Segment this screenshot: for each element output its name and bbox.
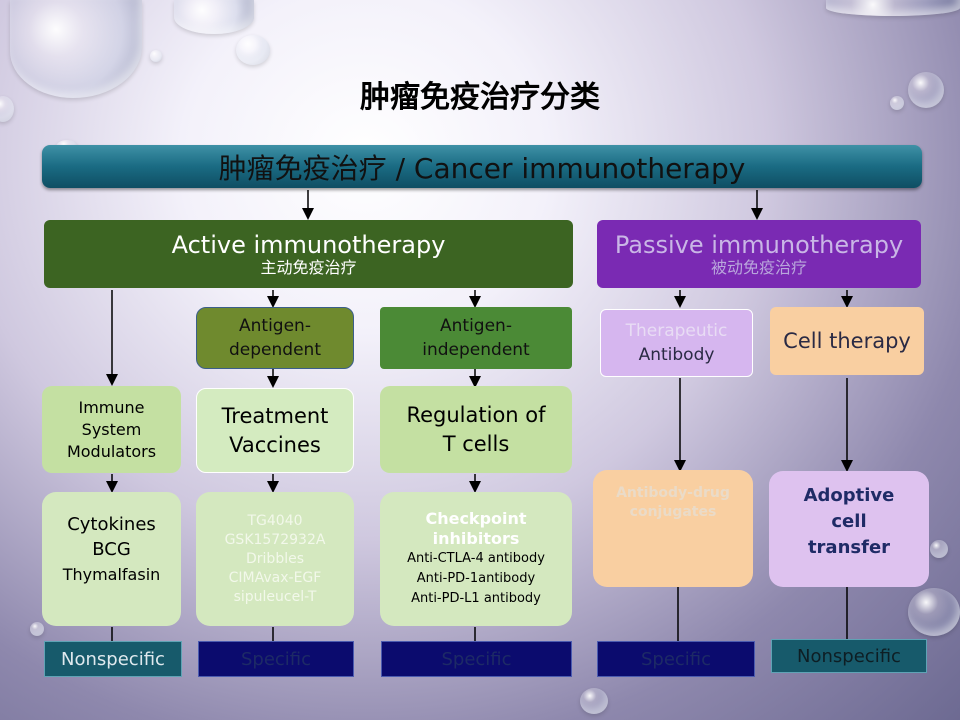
water-droplet-decoration — [236, 35, 270, 65]
immune-modulators-line-1: Immune — [78, 397, 145, 417]
antibody-drug-conjugates-box: Antibody-drug conjugates — [593, 470, 753, 587]
checkpoint-inhibitors-box: Checkpoint inhibitors Anti-CTLA-4 antibo… — [380, 492, 572, 626]
treatment-vaccines-line-2: Vaccines — [229, 432, 321, 457]
water-droplet-decoration — [150, 50, 162, 62]
regulation-of-t-cells-box: Regulation of T cells — [380, 386, 572, 473]
water-droplet-decoration — [930, 540, 948, 558]
cancer-immunotherapy-banner: 肿瘤免疫治疗 / Cancer immunotherapy — [42, 145, 922, 188]
water-droplet-decoration — [0, 96, 14, 122]
adoptive-line-1: Adoptive — [803, 485, 895, 506]
adoptive-line-3: transfer — [807, 537, 891, 558]
cell-therapy-box: Cell therapy — [770, 307, 924, 375]
antigen-dependent-line-2: dependent — [229, 340, 321, 360]
specificity-bar-specific: Specific — [198, 641, 354, 677]
active-immunotherapy-label: Active immunotherapy — [171, 231, 446, 259]
immune-system-modulators-box: Immune System Modulators — [42, 386, 181, 473]
treatment-vaccines-box: Treatment Vaccines — [196, 388, 354, 473]
active-immunotherapy-chinese-label: 主动免疫治疗 — [260, 258, 357, 277]
specificity-bar-specific: Specific — [597, 641, 755, 677]
therapeutic-antibody-line-1: Therapeutic — [625, 321, 728, 341]
vaccine-examples-box: TG4040 GSK1572932A Dribbles CIMAvax-EGF … — [196, 492, 354, 626]
checkpoint-anti-pdl1: Anti-PD-L1 antibody — [411, 591, 541, 606]
vaccine-cimavax-egf: CIMAvax-EGF — [228, 569, 322, 586]
example-cytokines: Cytokines — [67, 514, 156, 535]
antigen-dependent-box: Antigen- dependent — [196, 307, 354, 369]
passive-immunotherapy-chinese-label: 被动免疫治疗 — [710, 258, 807, 277]
regulation-t-cells-line-2: T cells — [442, 431, 510, 456]
vaccine-dribbles: Dribbles — [246, 550, 304, 567]
example-bcg: BCG — [92, 539, 131, 560]
passive-immunotherapy-label: Passive immunotherapy — [614, 231, 904, 259]
water-droplet-decoration — [174, 0, 254, 34]
passive-immunotherapy-box: Passive immunotherapy 被动免疫治疗 — [597, 220, 921, 288]
antigen-independent-line-1: Antigen- — [440, 316, 512, 336]
therapeutic-antibody-box: Therapeutic Antibody — [600, 309, 753, 377]
antigen-independent-line-2: independent — [422, 340, 530, 360]
water-droplet-decoration — [890, 96, 904, 110]
checkpoint-anti-pd1: Anti-PD-1antibody — [416, 571, 536, 586]
antigen-independent-box: Antigen- independent — [380, 307, 572, 369]
immune-modulators-line-2: System — [81, 419, 142, 439]
vaccine-tg4040: TG4040 — [247, 512, 303, 529]
water-droplet-decoration — [10, 0, 142, 98]
immune-modulators-line-3: Modulators — [66, 441, 157, 461]
adoptive-cell-transfer-box: Adoptive cell transfer — [769, 471, 929, 587]
cytokines-bcg-thymalfasin-box: Cytokines BCG Thymalfasin — [42, 492, 181, 626]
adc-line-2: conjugates — [629, 504, 717, 520]
water-droplet-decoration — [580, 688, 608, 714]
vaccine-sipuleucel-t: sipuleucel-T — [233, 588, 317, 605]
specificity-bar-nonspecific: Nonspecific — [771, 639, 927, 673]
adoptive-line-2: cell — [831, 511, 867, 532]
active-immunotherapy-box: Active immunotherapy 主动免疫治疗 — [44, 220, 573, 288]
checkpoint-anti-ctla4: Anti-CTLA-4 antibody — [407, 551, 545, 566]
specificity-bar-specific: Specific — [381, 641, 572, 677]
water-droplet-decoration — [908, 72, 944, 108]
cell-therapy-label: Cell therapy — [783, 329, 911, 353]
regulation-t-cells-line-1: Regulation of — [406, 402, 546, 427]
water-droplet-decoration — [30, 622, 44, 636]
water-droplet-decoration — [826, 0, 960, 16]
antigen-dependent-line-1: Antigen- — [239, 316, 311, 336]
page-title: 肿瘤免疫治疗分类 — [360, 80, 600, 115]
example-thymalfasin: Thymalfasin — [62, 565, 161, 584]
checkpoint-title-line-2: inhibitors — [432, 529, 520, 548]
treatment-vaccines-line-1: Treatment — [221, 403, 329, 428]
water-droplet-decoration — [908, 588, 960, 636]
specificity-bar-nonspecific: Nonspecific — [44, 641, 182, 677]
adc-line-1: Antibody-drug — [616, 485, 730, 501]
vaccine-gsk1572932a: GSK1572932A — [224, 531, 326, 548]
therapeutic-antibody-line-2: Antibody — [638, 345, 715, 365]
checkpoint-title-line-1: Checkpoint — [425, 509, 527, 528]
